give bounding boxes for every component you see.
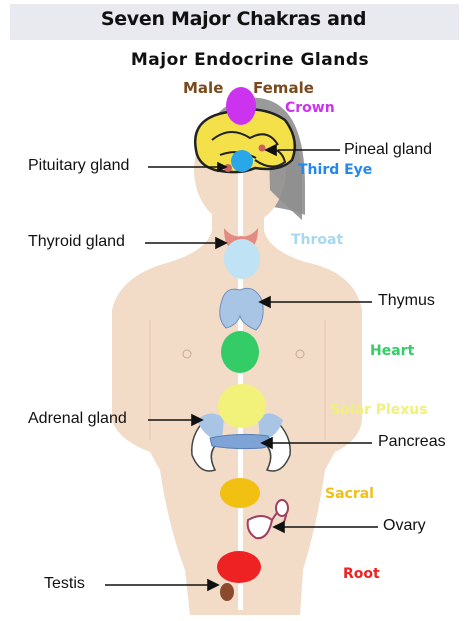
female-label: Female <box>253 79 314 97</box>
spine <box>238 150 243 610</box>
chakra-throat-label: Throat <box>291 232 343 248</box>
testis-label: Testis <box>44 575 85 593</box>
chakra-root-dot <box>217 551 261 583</box>
male-label: Male <box>183 79 223 97</box>
ovary-label: Ovary <box>383 517 426 535</box>
chakra-heart-dot <box>221 331 259 373</box>
chakra-solar-plexus-label: Solar Plexus <box>330 402 428 418</box>
pituitary-gland-label: Pituitary gland <box>28 157 129 175</box>
testis-shape <box>220 583 234 601</box>
thyroid-gland-label: Thyroid gland <box>28 233 125 251</box>
chakra-crown-dot <box>226 87 256 125</box>
pineal-gland-label: Pineal gland <box>344 141 432 159</box>
thymus-label: Thymus <box>378 292 435 310</box>
chakra-solar-plexus-dot <box>218 384 266 428</box>
pancreas-shape <box>210 434 270 448</box>
chakra-root-label: Root <box>343 566 380 582</box>
chakra-third-eye-label: Third Eye <box>298 162 372 178</box>
chakra-throat-dot <box>224 239 260 279</box>
pancreas-label: Pancreas <box>378 433 446 451</box>
chakra-sacral-label: Sacral <box>325 486 374 502</box>
adrenal-gland-label: Adrenal gland <box>28 410 127 428</box>
chakra-sacral-dot <box>220 478 260 508</box>
chakra-heart-label: Heart <box>370 343 414 359</box>
pineal-body <box>259 145 266 152</box>
chakra-third-eye-dot <box>231 150 253 172</box>
chakra-crown-label: Crown <box>285 100 335 116</box>
ovary-shape <box>276 500 288 516</box>
